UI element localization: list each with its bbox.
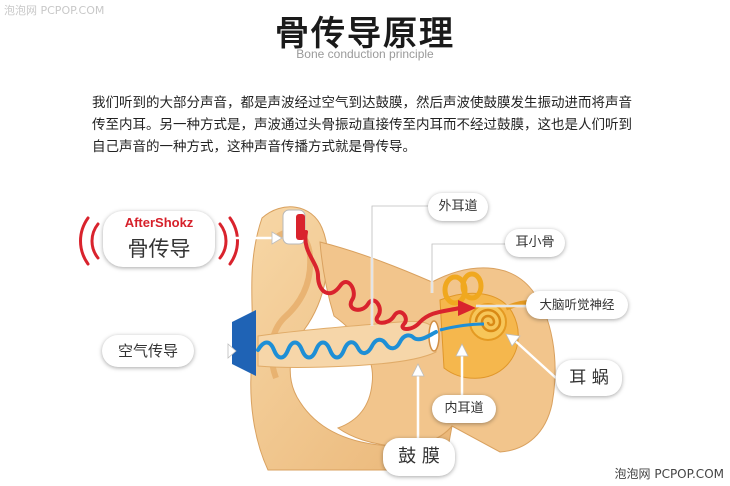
label-inner-ear-canal: 内耳道 bbox=[432, 395, 496, 423]
label-air-conduction: 空气传导 bbox=[102, 335, 194, 367]
brand-logo-text: AfterShokz bbox=[124, 215, 194, 230]
headphone-transducer bbox=[296, 214, 305, 240]
label-bone-conduction: AfterShokz 骨传导 bbox=[103, 211, 215, 267]
cochlea-icon bbox=[469, 303, 507, 341]
intro-paragraph: 我们听到的大部分声音，都是声波经过空气到达鼓膜，然后声波使鼓膜发生振动进而将声音… bbox=[92, 95, 632, 155]
pointer-lines-outline bbox=[371, 205, 526, 326]
bone-conduction-text: 骨传导 bbox=[127, 237, 191, 261]
page-subtitle: Bone conduction principle bbox=[296, 47, 434, 61]
label-eardrum: 鼓 膜 bbox=[383, 438, 455, 476]
label-auditory-nerve: 大脑听觉神经 bbox=[526, 291, 628, 319]
page-title: 骨传导原理 bbox=[275, 14, 455, 54]
pointer-arrowheads-icon bbox=[227, 231, 521, 377]
bone-conduction-wave bbox=[303, 230, 462, 331]
bone-arrow-icon bbox=[458, 300, 476, 316]
speaker-icon bbox=[232, 310, 256, 376]
label-outer-ear-canal: 外耳道 bbox=[428, 193, 488, 221]
label-cochlea: 耳 蜗 bbox=[556, 360, 622, 396]
watermark-bottom: 泡泡网 PCPOP.COM bbox=[614, 467, 724, 481]
sound-waves-right-icon bbox=[218, 216, 239, 266]
sound-waves-left-icon bbox=[79, 216, 100, 266]
label-ossicles: 耳小骨 bbox=[505, 229, 565, 257]
air-conduction-wave bbox=[256, 330, 438, 360]
semicircular-canals-icon bbox=[442, 271, 484, 306]
air-wave-to-cochlea bbox=[439, 322, 485, 332]
watermark-top: 泡泡网 PCPOP.COM bbox=[4, 4, 105, 17]
